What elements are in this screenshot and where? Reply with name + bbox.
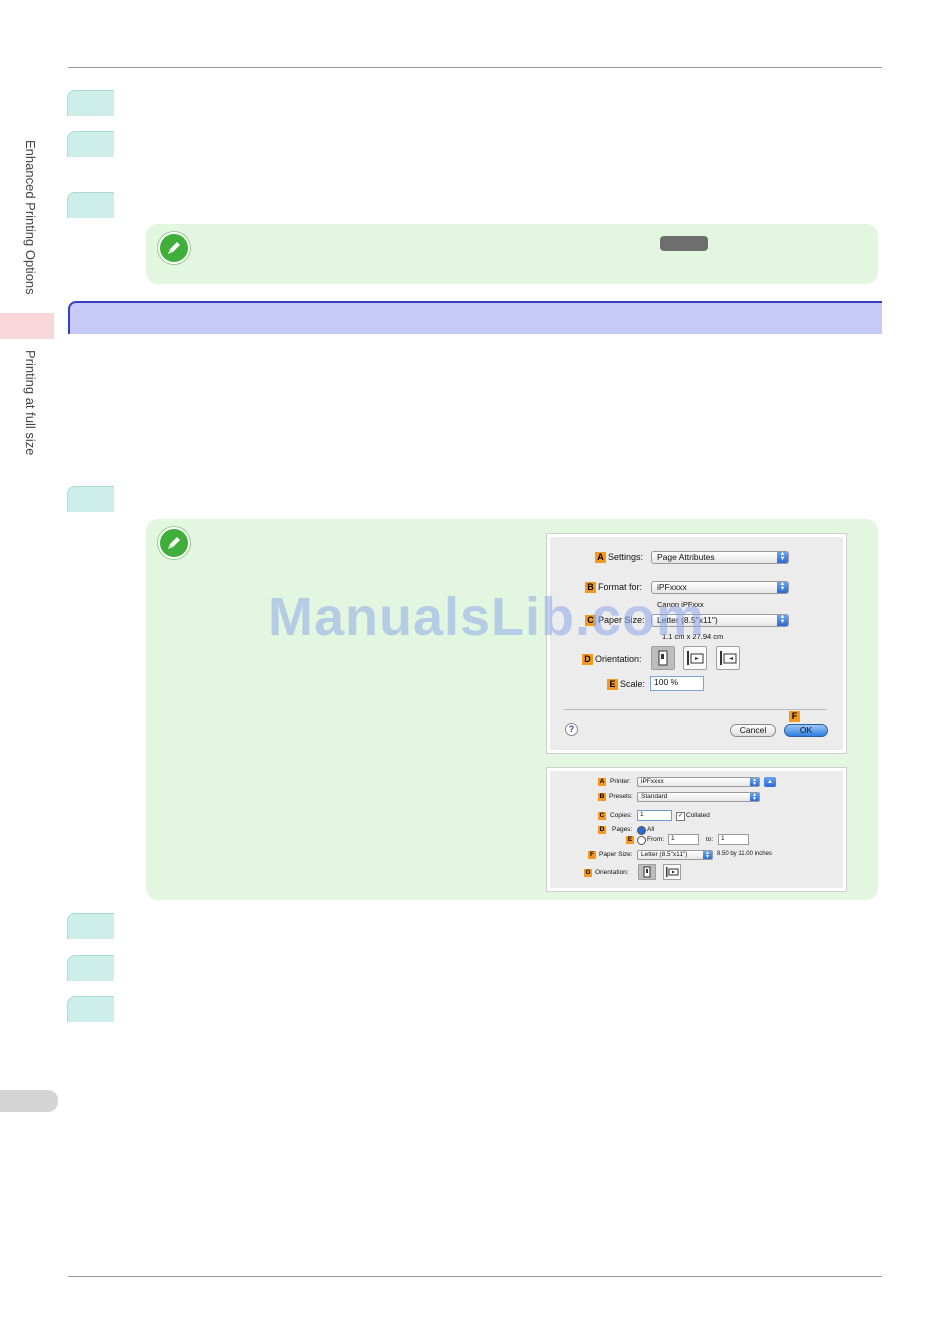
copies-input[interactable]: 1 — [637, 810, 672, 821]
pages-label: Pages: — [612, 826, 633, 833]
marker-a: A — [598, 778, 606, 786]
popup-arrows-icon: ▲▼ — [703, 851, 712, 859]
settings-label: Settings: — [608, 552, 644, 562]
pages-all-radio[interactable] — [637, 826, 646, 835]
printer-popup[interactable]: iPFxxxx ▲▼ — [637, 777, 760, 787]
marker-f: F — [789, 711, 800, 722]
landscape-icon — [666, 867, 679, 877]
to-label: to: — [706, 836, 714, 843]
scale-label: Scale: — [620, 679, 646, 689]
presets-value: Standard — [641, 793, 668, 800]
paper-size-value: Letter (8.5"x11") — [641, 851, 688, 858]
portrait-orientation-button[interactable] — [651, 646, 675, 670]
portrait-icon — [643, 866, 651, 878]
marker-e: E — [607, 679, 618, 690]
orientation-label: Orientation: — [595, 869, 629, 876]
landscape-orientation-button[interactable] — [683, 646, 707, 670]
marker-f: F — [588, 851, 596, 859]
step-tab — [67, 955, 114, 981]
portrait-icon — [658, 650, 668, 666]
settings-value: Page Attributes — [657, 552, 715, 562]
key-button-graphic — [660, 236, 708, 251]
popup-arrows-icon: ▲▼ — [777, 582, 788, 593]
collated-label: Collated — [686, 812, 710, 819]
section-heading-bar — [68, 301, 882, 334]
note-box — [146, 224, 878, 284]
page-number-tab — [0, 1090, 58, 1112]
dialog-divider — [564, 709, 827, 710]
footer-rule — [68, 1276, 882, 1277]
marker-d: D — [582, 654, 593, 665]
landscape-icon — [687, 651, 704, 665]
copies-label: Copies: — [610, 812, 633, 819]
marker-b: B — [598, 793, 606, 801]
scale-input[interactable]: 100 % — [650, 676, 704, 691]
page-setup-dialog: A Settings: Page Attributes ▲▼ B Format … — [547, 534, 846, 753]
marker-a: A — [595, 552, 606, 563]
paper-size-dimensions: 1.1 cm x 27.94 cm — [662, 632, 724, 641]
watermark-text: ManualsLib.com — [268, 587, 706, 647]
paper-size-label: Paper Size: — [599, 851, 633, 858]
step-tab — [67, 131, 114, 157]
settings-popup[interactable]: Page Attributes ▲▼ — [651, 551, 789, 564]
landscape-orientation-button[interactable] — [663, 864, 681, 880]
print-dialog: A Printer: iPFxxxx ▲▼ ▲ B Presets: Stand… — [547, 768, 846, 891]
header-rule — [68, 67, 882, 68]
marker-c: C — [598, 812, 606, 820]
reverse-landscape-icon — [720, 651, 737, 665]
presets-label: Presets: — [609, 793, 633, 800]
step-tab — [67, 486, 114, 512]
step-tab — [67, 996, 114, 1022]
step-tab — [67, 192, 114, 218]
sidebar-chapter-title: Enhanced Printing Options — [23, 140, 38, 295]
format-subtitle: Canon iPFxxx — [657, 600, 704, 609]
orientation-label: Orientation: — [595, 654, 642, 664]
paper-size-value: Letter (8.5"x11") — [657, 615, 718, 625]
help-icon[interactable]: ? — [565, 723, 578, 736]
pages-all-label: All — [647, 826, 655, 833]
presets-popup[interactable]: Standard ▲▼ — [637, 792, 760, 802]
step-tab — [67, 913, 114, 939]
sidebar-section-title: Printing at full size — [23, 350, 38, 456]
popup-arrows-icon: ▲▼ — [777, 552, 788, 563]
printer-label: Printer: — [610, 778, 631, 785]
marker-c: C — [585, 615, 596, 626]
marker-d: D — [598, 826, 606, 834]
format-label: Format for: — [598, 582, 643, 592]
pages-from-radio[interactable] — [637, 836, 646, 845]
format-popup[interactable]: iPFxxxx ▲▼ — [651, 581, 789, 594]
sidebar-highlight-tab — [0, 313, 54, 339]
ok-button[interactable]: OK — [784, 724, 828, 737]
popup-arrows-icon: ▲▼ — [750, 778, 759, 786]
step-tab — [67, 90, 114, 116]
from-label: From: — [647, 836, 664, 843]
to-input[interactable]: 1 — [718, 834, 749, 845]
printer-value: iPFxxxx — [641, 778, 664, 785]
collated-checkbox[interactable]: ✓ — [676, 812, 685, 821]
portrait-orientation-button[interactable] — [638, 864, 656, 880]
paper-size-label: Paper Size: — [598, 615, 645, 625]
reverse-landscape-orientation-button[interactable] — [716, 646, 740, 670]
note-pencil-icon — [158, 232, 190, 264]
popup-arrows-icon: ▲▼ — [750, 793, 759, 801]
from-input[interactable]: 1 — [668, 834, 699, 845]
popup-arrows-icon: ▲▼ — [777, 615, 788, 626]
cancel-button[interactable]: Cancel — [730, 724, 776, 737]
disclosure-button[interactable]: ▲ — [764, 777, 776, 787]
paper-size-popup[interactable]: Letter (8.5"x11") ▲▼ — [637, 850, 713, 860]
marker-g: G — [584, 869, 592, 877]
note-pencil-icon — [158, 527, 190, 559]
marker-e: E — [626, 836, 634, 844]
marker-b: B — [585, 582, 596, 593]
paper-size-popup[interactable]: Letter (8.5"x11") ▲▼ — [651, 614, 789, 627]
paper-dimensions: 8.50 by 11.00 inches — [717, 851, 772, 857]
format-value: iPFxxxx — [657, 582, 687, 592]
